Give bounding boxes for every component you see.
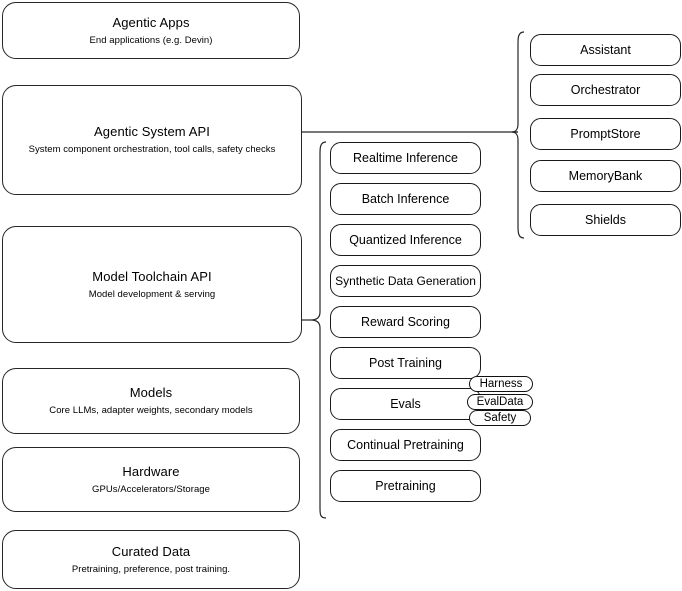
layer-title: Hardware [122,463,180,479]
system-component-promptstore[interactable]: PromptStore [530,118,681,150]
capability-quantized-inference[interactable]: Quantized Inference [330,224,481,256]
layer-agentic-apps[interactable]: Agentic Apps End applications (e.g. Devi… [2,2,300,59]
eval-badge-safety[interactable]: Safety [469,410,531,426]
layer-models[interactable]: Models Core LLMs, adapter weights, secon… [2,368,300,434]
layer-curated-data[interactable]: Curated Data Pretraining, preference, po… [2,530,300,589]
layer-model-toolchain-api[interactable]: Model Toolchain API Model development & … [2,226,302,343]
layer-subtitle: Pretraining, preference, post training. [71,563,231,575]
system-component-orchestrator[interactable]: Orchestrator [530,74,681,106]
layer-title: Models [129,385,173,400]
capability-reward-scoring[interactable]: Reward Scoring [330,306,481,338]
layer-subtitle: Core LLMs, adapter weights, secondary mo… [49,405,253,416]
capability-synthetic-data-generation[interactable]: Synthetic Data Generation [330,265,481,297]
layer-subtitle: GPUs/Accelerators/Storage [92,483,210,495]
capability-post-training[interactable]: Post Training [330,347,481,379]
brace-toolchain-capabilities [310,141,327,519]
eval-badge-harness[interactable]: Harness [469,376,533,392]
layer-title: Agentic System API [94,124,210,139]
capability-realtime-inference[interactable]: Realtime Inference [330,142,481,174]
layer-subtitle: Model development & serving [88,288,216,300]
capability-batch-inference[interactable]: Batch Inference [330,183,481,215]
brace-system-components [511,31,525,239]
layer-title: Model Toolchain API [92,268,212,284]
capability-pretraining[interactable]: Pretraining [330,470,481,502]
layer-hardware[interactable]: Hardware GPUs/Accelerators/Storage [2,447,300,512]
layer-subtitle: System component orchestration, tool cal… [28,144,276,155]
system-component-shields[interactable]: Shields [530,204,681,236]
layer-title: Agentic Apps [112,14,190,30]
layer-subtitle: End applications (e.g. Devin) [89,34,213,46]
system-component-assistant[interactable]: Assistant [530,34,681,66]
layer-agentic-system-api[interactable]: Agentic System API System component orch… [2,85,302,195]
system-component-memorybank[interactable]: MemoryBank [530,160,681,192]
capability-continual-pretraining[interactable]: Continual Pretraining [330,429,481,461]
eval-badge-evaldata[interactable]: EvalData [467,394,533,410]
capability-evals[interactable]: Evals [330,388,481,420]
layer-title: Curated Data [111,543,191,559]
